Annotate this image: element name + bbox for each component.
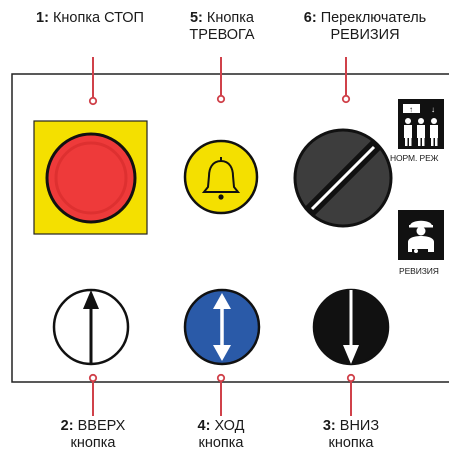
callout-run: 4: ХОД кнопка [166,418,276,452]
callout-down-line1: ВНИЗ [335,418,380,434]
stop-button[interactable] [33,120,148,235]
panel-outline [11,73,449,383]
down-button[interactable] [312,288,390,366]
callout-stop-text: Кнопка СТОП [48,10,144,26]
callout-down-line2: кнопка [328,435,374,451]
callout-alarm-line1: Кнопка [202,10,255,26]
callout-run-line2: кнопка [198,435,244,451]
elevator-passengers-icon: ↑ ↓ [398,99,444,149]
leader-lines [88,57,356,416]
svg-text:↑: ↑ [409,105,413,114]
callout-inspection-line2: РЕВИЗИЯ [330,27,400,43]
inspection-switch[interactable] [293,128,393,228]
normal-mode-label: НОРМ. РЕЖ [390,153,439,163]
run-button[interactable] [183,288,261,366]
callout-down-number: 3: [322,418,336,434]
callout-inspection-number: 6: [303,10,317,26]
up-button[interactable] [52,288,130,366]
bell-icon [201,157,241,200]
callout-alarm: 5: Кнопка ТРЕВОГА [162,10,282,44]
svg-text:↓: ↓ [431,105,435,114]
callout-down: 3: ВНИЗ кнопка [296,418,406,452]
callout-up-number: 2: [60,418,74,434]
down-arrow-icon [343,290,359,364]
up-down-arrow-icon [213,293,231,361]
callout-up-line2: кнопка [70,435,116,451]
callout-stop: 1: Кнопка СТОП [6,10,174,27]
alarm-button[interactable] [183,139,259,215]
callout-up: 2: ВВЕРХ кнопка [30,418,156,452]
callout-alarm-line2: ТРЕВОГА [189,27,255,43]
callout-alarm-number: 5: [189,10,203,26]
callout-run-line1: ХОД [210,418,245,434]
callout-inspection-switch: 6: Переключатель РЕВИЗИЯ [281,10,449,44]
inspection-mode-label: РЕВИЗИЯ [399,266,439,276]
callout-inspection-line1: Переключатель [316,10,427,26]
callout-stop-number: 1: [36,10,49,26]
callout-run-number: 4: [197,418,211,434]
up-arrow-icon [83,290,99,364]
technician-icon [398,210,444,260]
callout-up-line1: ВВЕРХ [73,418,126,434]
